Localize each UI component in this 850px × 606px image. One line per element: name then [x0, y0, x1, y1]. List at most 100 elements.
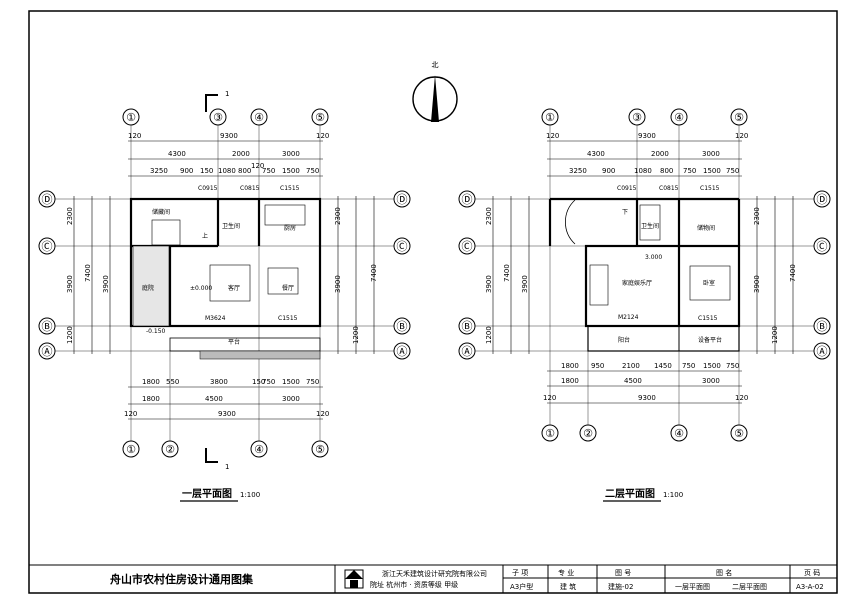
dimension-texts: 120 9300 120 4300 2000 3000 3250 900 108…	[485, 132, 797, 402]
svg-text:①: ①	[126, 443, 136, 456]
company-info: 院址 杭州市 · 资质等级 甲级	[370, 580, 458, 589]
svg-text:800: 800	[660, 167, 673, 175]
svg-text:150: 150	[200, 167, 213, 175]
bed	[689, 265, 731, 301]
svg-text:家庭娱乐厅: 家庭娱乐厅	[622, 279, 652, 287]
svg-text:9300: 9300	[220, 132, 238, 140]
svg-text:4500: 4500	[205, 395, 223, 403]
svg-text:①: ①	[126, 111, 136, 124]
svg-text:4300: 4300	[587, 150, 605, 158]
svg-text:卫生间: 卫生间	[641, 222, 659, 230]
svg-text:900: 900	[180, 167, 193, 175]
svg-text:④: ④	[254, 443, 264, 456]
dimension-texts: 120 9300 120 4300 2000 3000 3250 900 150…	[66, 132, 378, 418]
svg-text:Ⓐ: Ⓐ	[462, 345, 473, 358]
svg-text:4500: 4500	[624, 377, 642, 385]
walls	[129, 197, 322, 328]
svg-text:M3624: M3624	[205, 315, 226, 322]
svg-text:C1515: C1515	[280, 185, 300, 192]
svg-text:设备平台: 设备平台	[698, 336, 722, 344]
stair-curve	[565, 199, 576, 245]
svg-text:3900: 3900	[521, 275, 529, 293]
svg-text:1200: 1200	[352, 326, 360, 344]
axis-bubble-right-a: Ⓐ	[813, 342, 831, 360]
svg-text:800: 800	[238, 167, 251, 175]
svg-text:950: 950	[591, 362, 604, 370]
svg-text:二层平面图: 二层平面图	[605, 488, 655, 500]
svg-text:③: ③	[213, 111, 223, 124]
svg-text:3000: 3000	[702, 150, 720, 158]
svg-text:750: 750	[262, 167, 275, 175]
svg-text:②: ②	[583, 427, 593, 440]
section-mark-bottom: 1	[205, 448, 229, 471]
plan-title-floor1: 一层平面图 1:100	[180, 488, 260, 502]
svg-text:2300: 2300	[753, 207, 761, 225]
svg-text:4300: 4300	[168, 150, 186, 158]
axis-bubble-left-a: Ⓐ	[38, 342, 56, 360]
svg-text:2000: 2000	[651, 150, 669, 158]
svg-text:专 业: 专 业	[558, 568, 574, 577]
axis-bubble-bottom-2: ②	[161, 440, 179, 458]
svg-text:1500: 1500	[703, 167, 721, 175]
terrace-outline	[169, 337, 321, 352]
axis-bubble-right-d: Ⓓ	[813, 190, 831, 208]
courtyard-hatch	[132, 245, 170, 327]
stair	[151, 219, 181, 246]
svg-text:C0915: C0915	[198, 185, 218, 192]
svg-text:1500: 1500	[282, 167, 300, 175]
svg-text:餐厅: 餐厅	[282, 284, 294, 292]
axis-bubble-top-3: ③	[209, 108, 227, 126]
svg-text:7400: 7400	[789, 264, 797, 282]
svg-text:储藏间: 储藏间	[152, 208, 170, 216]
axis-bubble-top-1: ①	[122, 108, 140, 126]
svg-text:3900: 3900	[66, 275, 74, 293]
svg-text:2300: 2300	[334, 207, 342, 225]
svg-text:750: 750	[262, 378, 275, 386]
company-logo	[344, 569, 364, 589]
svg-text:A3-A-02: A3-A-02	[796, 583, 824, 591]
svg-text:3800: 3800	[210, 378, 228, 386]
svg-text:Ⓑ: Ⓑ	[462, 320, 473, 333]
axis-bubble-left-d: Ⓓ	[38, 190, 56, 208]
svg-text:一层平面图: 一层平面图	[182, 488, 232, 500]
svg-text:客厅: 客厅	[228, 284, 240, 292]
svg-text:页 码: 页 码	[804, 569, 820, 577]
svg-text:1: 1	[225, 90, 229, 98]
axis-bubble-top-5: ⑤	[730, 108, 748, 126]
svg-text:阳台: 阳台	[618, 336, 630, 344]
svg-text:750: 750	[682, 362, 695, 370]
axis-bubble-left-b: Ⓑ	[458, 317, 476, 335]
svg-text:1800: 1800	[142, 378, 160, 386]
axis-bubble-right-b: Ⓑ	[393, 317, 411, 335]
svg-text:2100: 2100	[622, 362, 640, 370]
axis-bubble-left-a: Ⓐ	[458, 342, 476, 360]
svg-text:120: 120	[128, 132, 141, 140]
svg-text:⑤: ⑤	[315, 111, 325, 124]
dining-table	[267, 267, 299, 295]
svg-text:120: 120	[316, 132, 329, 140]
svg-text:一层平面图: 一层平面图	[675, 583, 710, 591]
walls	[548, 197, 741, 328]
svg-text:二层平面图: 二层平面图	[732, 583, 767, 591]
svg-text:⑤: ⑤	[734, 427, 744, 440]
axis-bubble-bottom-2: ②	[579, 424, 597, 442]
svg-text:3000: 3000	[282, 150, 300, 158]
axis-bubble-bottom-1: ①	[541, 424, 559, 442]
axis-bubble-right-a: Ⓐ	[393, 342, 411, 360]
svg-text:卫生间: 卫生间	[222, 222, 240, 230]
floor-2-plan: ① ③ ④ ⑤ ① ② ④ ⑤ Ⓓ Ⓒ Ⓑ Ⓐ Ⓓ Ⓒ Ⓑ Ⓐ	[458, 108, 831, 502]
svg-text:1450: 1450	[654, 362, 672, 370]
svg-text:③: ③	[632, 111, 642, 124]
svg-text:120: 120	[251, 162, 264, 170]
floor-1-plan: ① ③ ④ ⑤ ① ② ④ ⑤ Ⓓ Ⓒ Ⓑ Ⓐ Ⓓ Ⓒ Ⓑ Ⓐ	[38, 108, 411, 502]
svg-text:Ⓑ: Ⓑ	[817, 320, 828, 333]
svg-text:3900: 3900	[753, 275, 761, 293]
svg-text:Ⓓ: Ⓓ	[42, 193, 53, 206]
svg-text:图 名: 图 名	[716, 568, 732, 577]
svg-text:1:100: 1:100	[663, 491, 683, 499]
svg-text:Ⓒ: Ⓒ	[397, 240, 408, 253]
svg-text:厨房: 厨房	[284, 224, 296, 232]
svg-text:④: ④	[674, 111, 684, 124]
company-name: 浙江天禾建筑设计研究院有限公司	[382, 569, 487, 578]
